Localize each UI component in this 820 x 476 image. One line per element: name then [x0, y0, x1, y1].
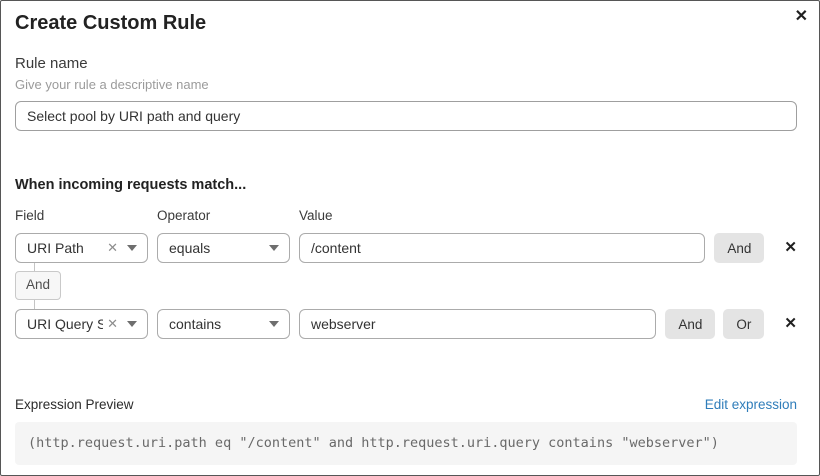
close-icon[interactable]: ✕	[794, 8, 808, 25]
clear-field-icon[interactable]: ✕	[107, 316, 118, 331]
chevron-down-icon	[269, 245, 279, 251]
condition-row-1: URI Path ✕ equals And ✕	[15, 233, 797, 263]
rule-name-helper-text: Give your rule a descriptive name	[15, 77, 209, 92]
connector-line	[34, 263, 35, 271]
field-select-value: URI Query St...	[27, 316, 103, 332]
delete-row1-icon[interactable]: ✕	[784, 239, 797, 256]
condition-row-2: URI Query St... ✕ contains And Or ✕	[15, 309, 797, 339]
value-input-row2[interactable]	[299, 309, 657, 339]
value-input-row1[interactable]	[299, 233, 706, 263]
value-column-label: Value	[299, 208, 333, 223]
join-and-badge: And	[15, 271, 62, 300]
rule-name-label: Rule name	[15, 55, 88, 72]
and-button-row1[interactable]: And	[714, 233, 765, 263]
rule-name-input[interactable]	[15, 101, 797, 131]
chevron-down-icon	[269, 321, 279, 327]
expression-preview-label: Expression Preview	[15, 397, 134, 412]
expression-preview-header: Expression Preview Edit expression	[15, 396, 797, 413]
operator-select-row1[interactable]: equals	[157, 233, 290, 263]
field-select-value: URI Path	[27, 240, 84, 256]
connector-buttons-row2: And Or	[665, 309, 765, 339]
match-section-heading: When incoming requests match...	[15, 177, 247, 193]
field-select-row2[interactable]: URI Query St... ✕	[15, 309, 148, 339]
and-button-row2[interactable]: And	[665, 309, 716, 339]
row-join-connector: And	[15, 263, 797, 309]
chevron-down-icon	[127, 245, 137, 251]
page-title: Create Custom Rule	[15, 12, 207, 34]
operator-select-value: contains	[169, 316, 222, 332]
clear-field-icon[interactable]: ✕	[107, 240, 118, 255]
condition-column-labels: Field Operator Value	[15, 208, 797, 224]
field-column-label: Field	[15, 208, 45, 223]
or-button-row2[interactable]: Or	[723, 309, 765, 339]
expression-code-block: (http.request.uri.path eq "/content" and…	[15, 422, 797, 465]
connector-line	[34, 300, 35, 309]
operator-column-label: Operator	[157, 208, 211, 223]
edit-expression-link[interactable]: Edit expression	[704, 397, 797, 412]
field-select-row1[interactable]: URI Path ✕	[15, 233, 148, 263]
operator-select-value: equals	[169, 240, 211, 256]
chevron-down-icon	[127, 321, 137, 327]
operator-select-row2[interactable]: contains	[157, 309, 290, 339]
delete-row2-icon[interactable]: ✕	[784, 315, 797, 332]
connector-buttons-row1: And	[714, 233, 765, 263]
